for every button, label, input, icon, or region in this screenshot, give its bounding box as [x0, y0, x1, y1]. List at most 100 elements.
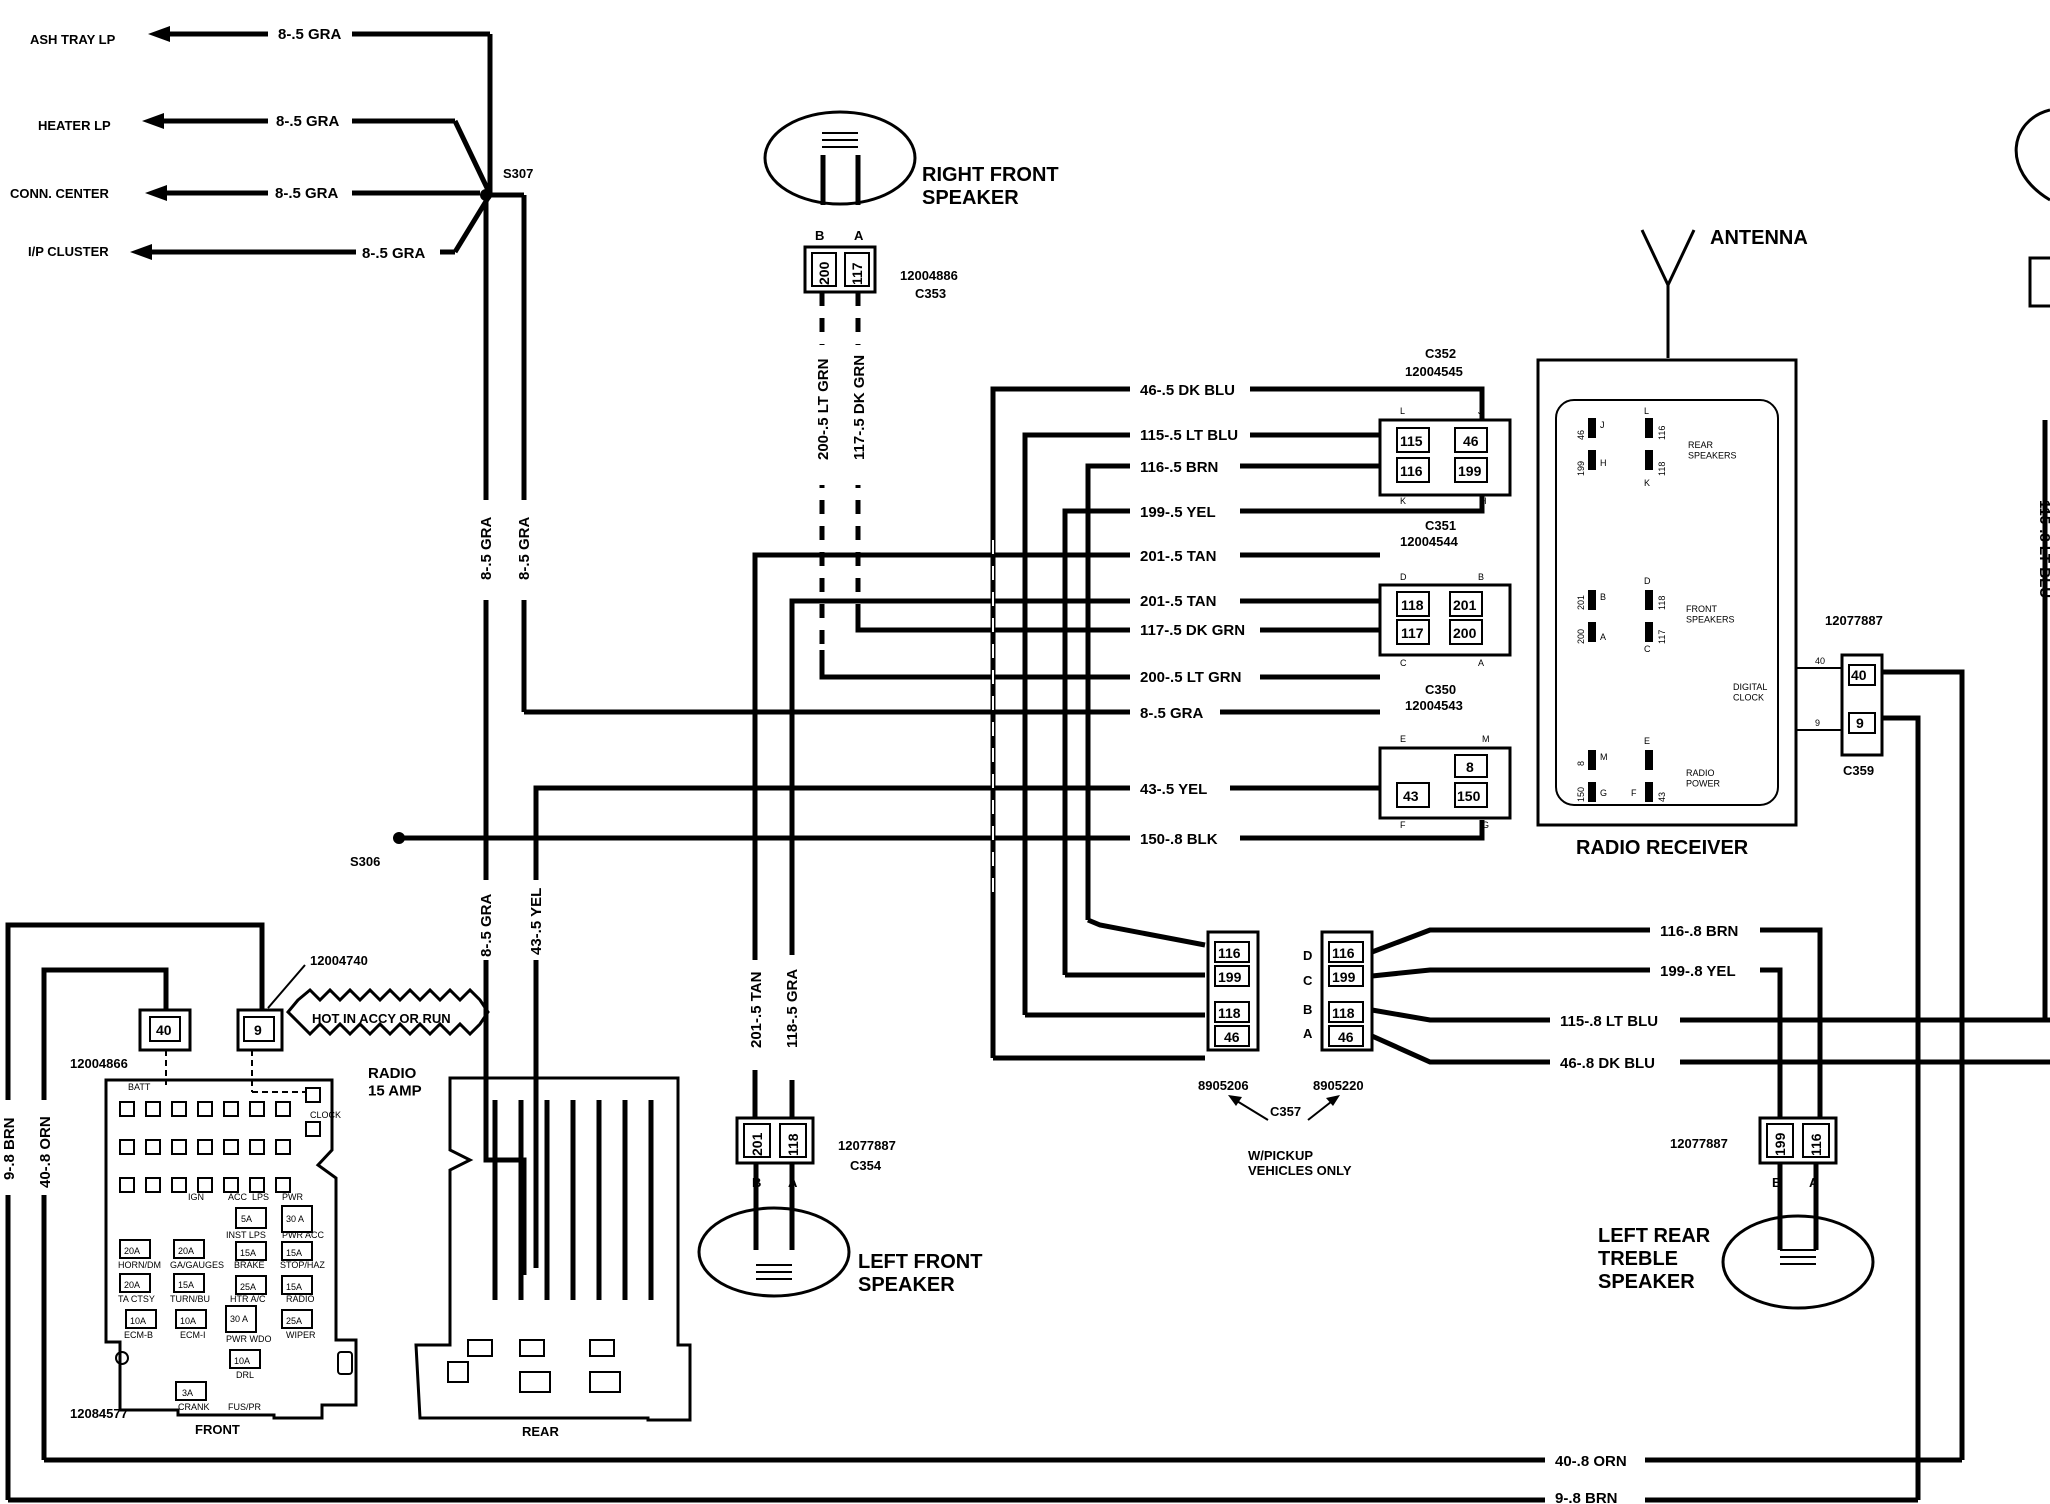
fuse-label: IGN	[188, 1192, 204, 1202]
fuse-rating: 10A	[130, 1316, 146, 1326]
part-number: 8905220	[1313, 1078, 1364, 1093]
part-number: 12004866	[70, 1056, 128, 1071]
right-front-speaker: B A 200 117 12004886 C353 RIGHT FRONT SP…	[763, 110, 1064, 680]
fuse-label: CLOCK	[310, 1110, 341, 1120]
hot-note: HOT IN ACCY OR RUN	[312, 1011, 451, 1026]
pin-number: 9	[1815, 718, 1820, 728]
wire-label: 150-.8 BLK	[1140, 831, 1218, 848]
pin-label: M	[1482, 734, 1490, 744]
cavity-label: 199	[1218, 969, 1242, 985]
pin-label: A	[854, 228, 864, 243]
radio-title: RADIO RECEIVER	[1576, 837, 1749, 859]
pin-label: D	[1400, 572, 1407, 582]
connector-name: C353	[915, 286, 946, 301]
wire-label: 40-.8 ORN	[1555, 1453, 1627, 1470]
fuse-label: STOP/HAZ	[280, 1260, 325, 1270]
lamp-feed-group: 8-.5 GRA ASH TRAY LP 8-.5 GRA HEATER LP …	[10, 22, 1128, 1125]
fuse-label: GA/GAUGES	[170, 1260, 224, 1270]
wire-label: 8-.5 GRA	[275, 185, 339, 202]
cavity-label: 9	[254, 1022, 262, 1038]
pin-number: 8	[1576, 761, 1586, 766]
wire-label: 117-.5 DK GRN	[1140, 622, 1245, 639]
part-number: 12077887	[1670, 1136, 1728, 1151]
cavity-label: 117	[1401, 625, 1424, 641]
cavity-label: 9	[1856, 715, 1864, 731]
part-number: 12004544	[1400, 534, 1459, 549]
pin-label: G	[1600, 788, 1607, 798]
fuse-label: ECM-I	[180, 1330, 206, 1340]
connector-name: C351	[1425, 518, 1456, 533]
fuse-label: PWR WDO	[226, 1334, 272, 1344]
fuse-label: RADIO	[286, 1294, 315, 1304]
part-number: 12004886	[900, 268, 958, 283]
cavity-label: 118	[1401, 597, 1424, 613]
vertical-wire-label: 8-.5 GRA	[478, 516, 495, 580]
speaker-title-line1: RIGHT FRONT SPEAKER	[922, 164, 1064, 209]
fuse-rating: 10A	[234, 1356, 250, 1366]
pin-number: 43	[1657, 792, 1667, 802]
cavity-label: 43	[1403, 788, 1419, 804]
part-number: 12084577	[70, 1406, 128, 1421]
part-number: 12077887	[1825, 613, 1883, 628]
pin-label: A	[1303, 1026, 1313, 1041]
antenna: ANTENNA	[1640, 227, 1808, 358]
splice-label: S307	[503, 166, 533, 181]
wire-label: 118-.5 GRA	[784, 969, 801, 1048]
cavity-label: 199	[1332, 969, 1356, 985]
pin-label: E	[1400, 734, 1406, 744]
connector-name: C354	[850, 1158, 882, 1173]
connector-c352: C352 12004545 115 46 116 199 L J K H	[1378, 346, 1512, 506]
fuse-label: FUS/PR	[228, 1402, 262, 1412]
pin-label: D	[1644, 576, 1651, 586]
fuse-rating: 20A	[178, 1246, 194, 1256]
wire-label: 115-.5 LT BLU	[1140, 427, 1238, 444]
pin-label: B	[1600, 592, 1606, 602]
wire-label: 43-.5 YEL	[528, 888, 545, 955]
cavity-label: 46	[1338, 1029, 1354, 1045]
wire-label: 8-.5 GRA	[1140, 705, 1204, 722]
pin-label: K	[1400, 496, 1406, 506]
fuse-label: TURN/BU	[170, 1294, 210, 1304]
fuse-grid	[119, 1087, 321, 1193]
connector-c350: C350 12004543 8 43 150 E M F G	[1378, 682, 1512, 830]
pin-label: J	[1600, 420, 1605, 430]
fuse-rating: 25A	[240, 1282, 256, 1292]
fuse-rating: 15A	[286, 1248, 302, 1258]
cavity-label: 116	[1400, 463, 1423, 479]
cavity-label: 201	[1453, 597, 1477, 613]
rear-wires: 116-.8 BRN 199-.8 YEL 115-.8 LT BLU 46-.…	[1370, 108, 2050, 1120]
fuse-block: 9-.8 BRN 40-.8 ORN 40-.8 ORN 9-.8 BRN 40…	[0, 880, 1962, 1504]
part-number: 12004545	[1405, 364, 1463, 379]
pin-label: C	[1400, 658, 1407, 668]
cavity-label: 118	[1218, 1005, 1241, 1021]
fuse-label: CRANK	[178, 1402, 210, 1412]
hot-note-burst	[285, 987, 490, 1037]
pin-label: C	[1644, 644, 1651, 654]
pin-number: 201	[1576, 595, 1586, 610]
pin-label: B	[815, 228, 824, 243]
pin-label: D	[1303, 948, 1312, 963]
pin-label: F	[1631, 788, 1637, 798]
rear-fuse-columns	[447, 1100, 654, 1393]
pin-number: 199	[1576, 461, 1586, 476]
cavity-label: 199	[1772, 1132, 1788, 1156]
cavity-label: 116	[1218, 945, 1241, 961]
fuse-label: LPS	[252, 1192, 269, 1202]
pin-label: H	[1480, 496, 1487, 506]
pin-label: B	[1772, 1175, 1781, 1190]
rear-fuse-panel	[414, 1076, 692, 1422]
fuse-label: ACC	[228, 1192, 248, 1202]
fuse-rating: 15A	[286, 1282, 302, 1292]
cavity-label: 46	[1224, 1029, 1240, 1045]
wire-label: 116-.8 BRN	[1660, 923, 1738, 940]
antenna-label: ANTENNA	[1710, 227, 1808, 249]
fuse-rating: 15A	[240, 1248, 256, 1258]
antenna-icon	[1640, 229, 1696, 289]
cavity-label: 199	[1458, 463, 1482, 479]
cavity-label: 117	[849, 262, 865, 285]
pin-label: L	[1644, 406, 1649, 416]
